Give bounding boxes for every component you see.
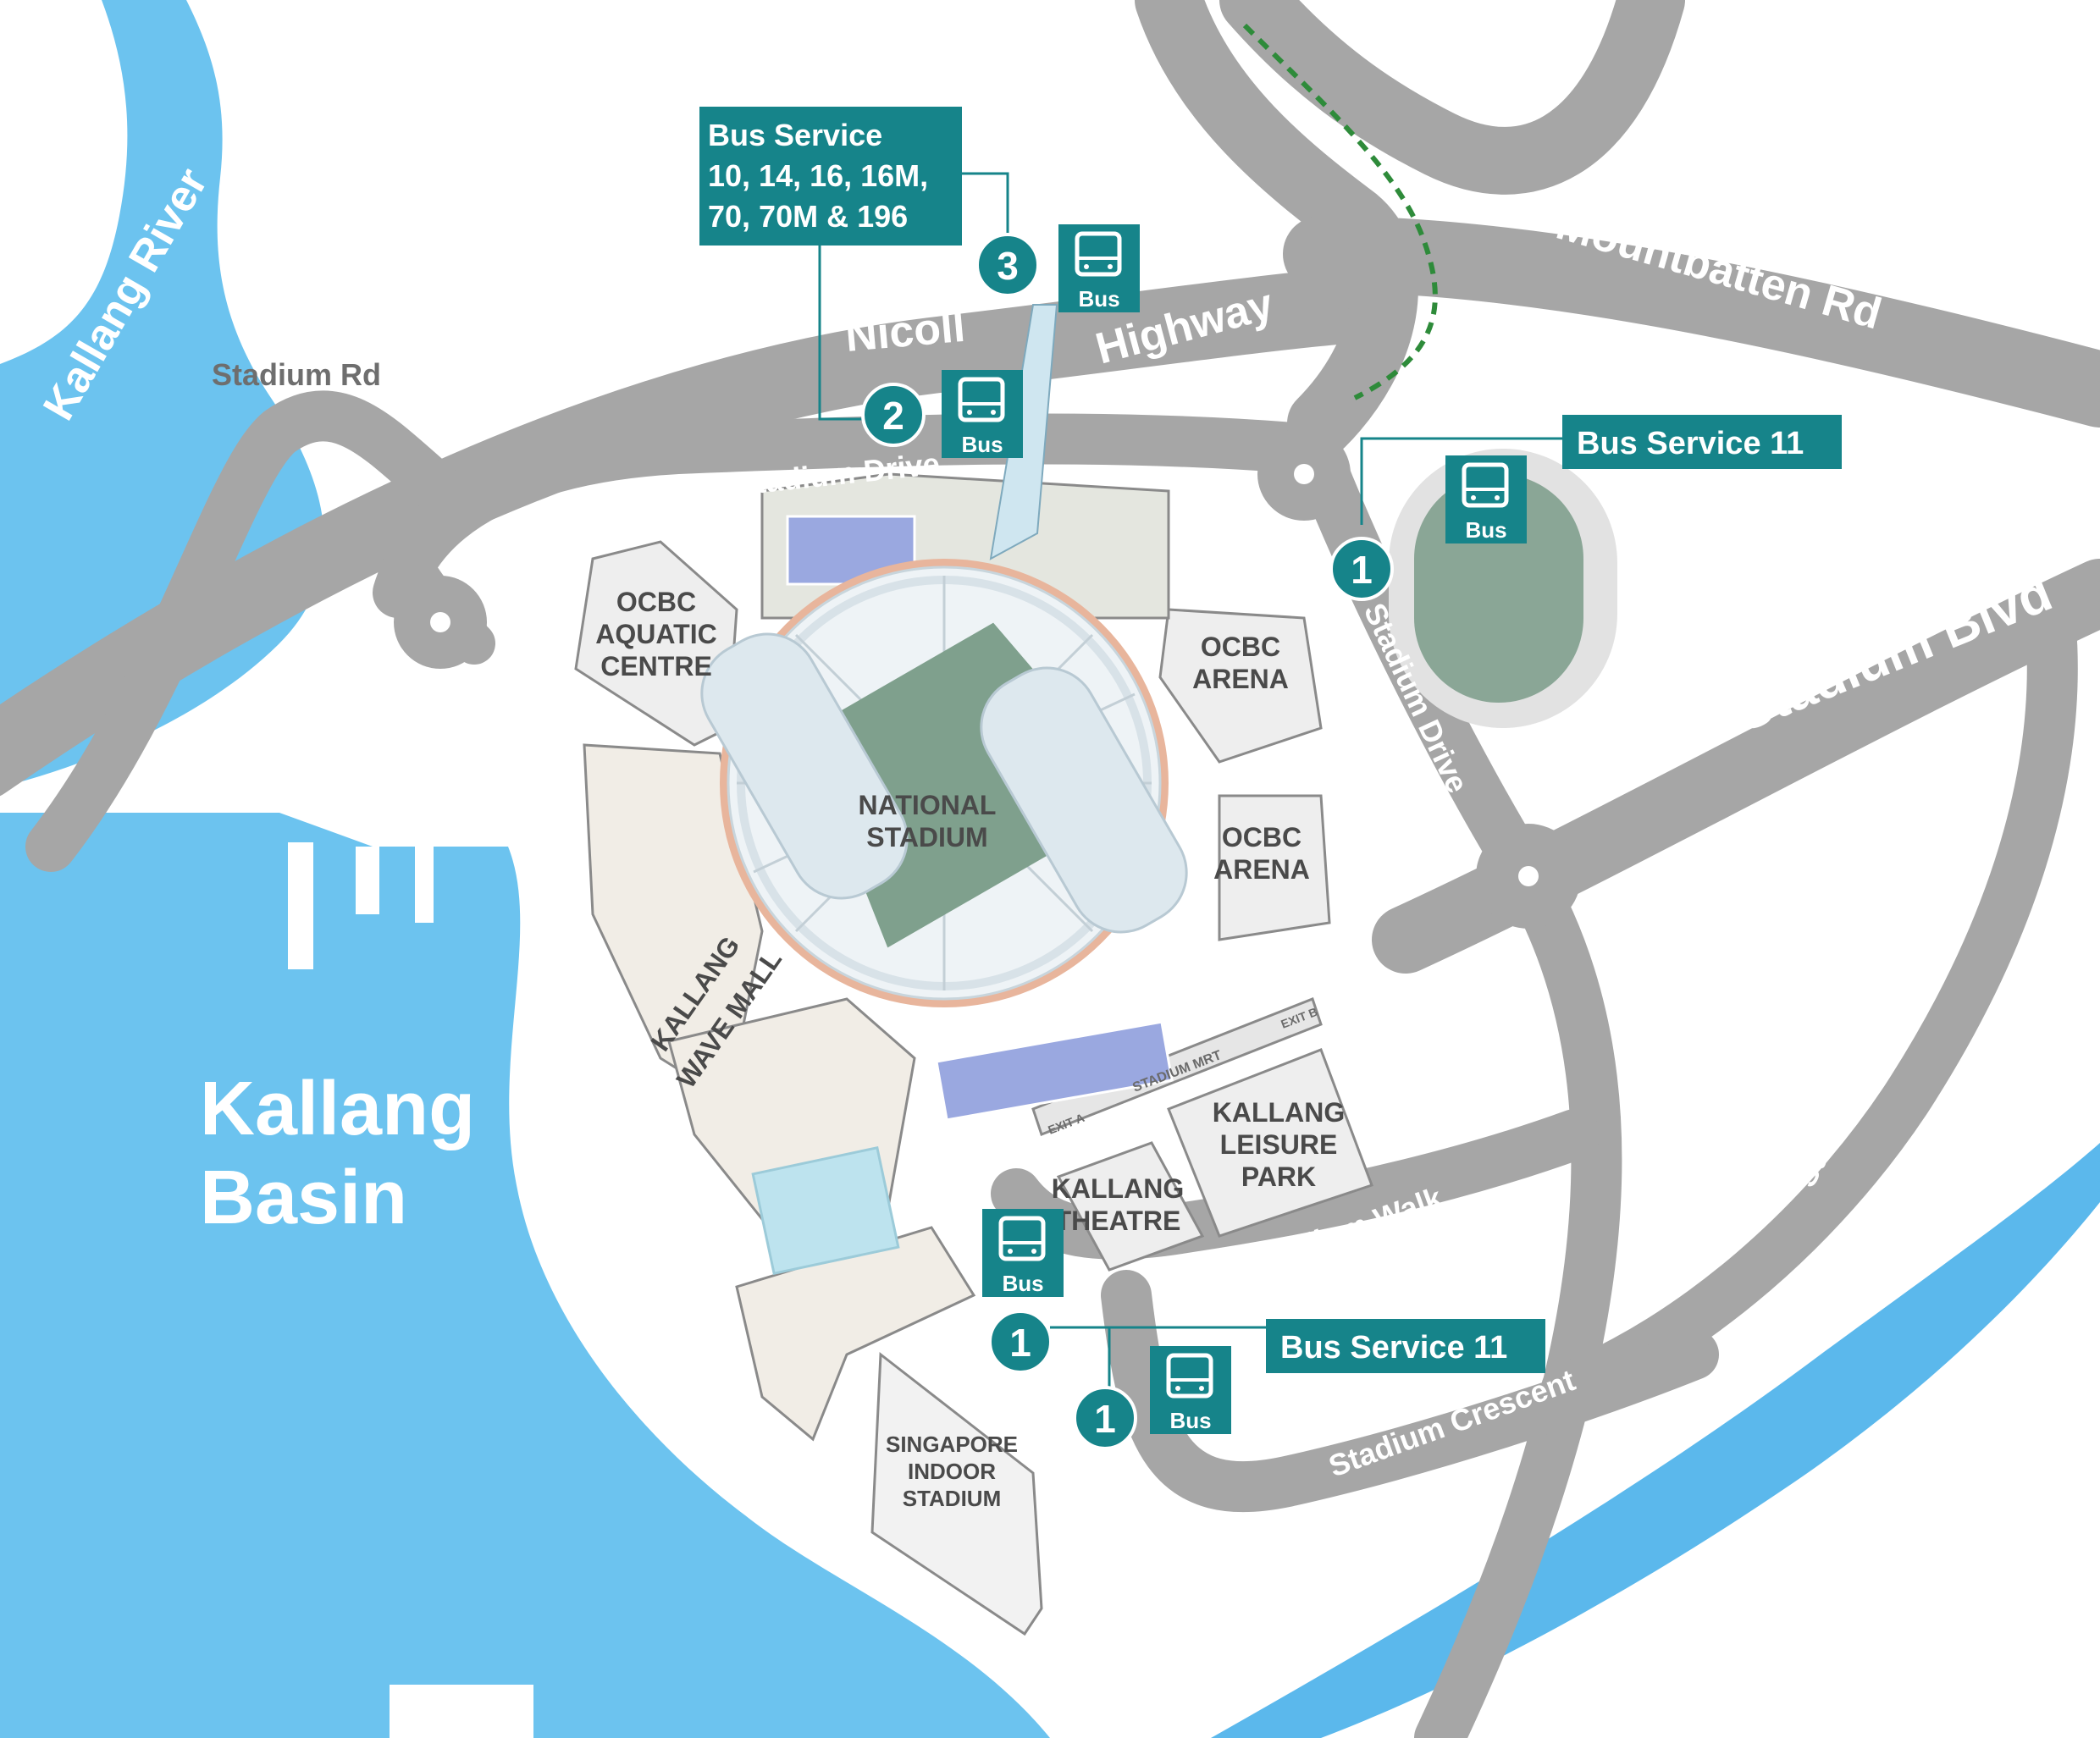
indoor-stadium-label-1: SINGAPORE <box>886 1432 1018 1457</box>
leisure-park-building <box>1167 1048 1373 1238</box>
stop-1-lower-marker[interactable] <box>988 1310 1053 1374</box>
info-box-top-line1: Bus Service <box>708 118 882 152</box>
indoor-stadium-label-3: STADIUM <box>903 1486 1002 1511</box>
stop-1-bottom-marker[interactable] <box>1073 1386 1137 1450</box>
stop-1-lower-bus-label: Bus <box>1002 1271 1043 1296</box>
indoor-stadium-label-2: INDOOR <box>908 1459 996 1484</box>
bus-icon <box>982 1209 1064 1297</box>
glass-canopy <box>751 1145 900 1276</box>
arena-top-label-1: OCBC <box>1201 632 1280 662</box>
indoor-stadium-building <box>870 1352 1043 1636</box>
national-stadium-label-2: STADIUM <box>866 822 987 852</box>
aquatic-centre-label-1: OCBC <box>616 587 696 617</box>
bus-icon <box>1150 1346 1231 1434</box>
national-stadium <box>700 559 1188 1007</box>
roundabout-center <box>1294 464 1314 484</box>
pier <box>288 842 313 969</box>
stop-3-bus-label: Bus <box>1078 286 1119 312</box>
aquatic-centre-label-2: AQUATIC <box>595 619 716 649</box>
bus-icon <box>1058 224 1140 312</box>
stop-3-number: 3 <box>997 244 1019 288</box>
info-box-top-line3: 70, 70M & 196 <box>708 199 908 234</box>
stadium-mrt-building <box>1031 997 1323 1136</box>
pier <box>356 847 379 914</box>
bus-stop-1-lower[interactable]: 1 Bus <box>982 1209 1064 1374</box>
info-box-bottom: Bus Service 11 <box>1050 1319 1545 1388</box>
info-box-bottom-label: Bus Service 11 <box>1280 1330 1507 1366</box>
stop-2-bus-label: Bus <box>961 432 1003 457</box>
stop-1-right-number: 1 <box>1351 548 1373 592</box>
arena-bottom-label-2: ARENA <box>1213 854 1310 885</box>
pier <box>415 847 434 923</box>
pier <box>390 1685 533 1738</box>
info-box-top: Bus Service 10, 14, 16, 16M, 70, 70M & 1… <box>699 107 1009 421</box>
leisure-park-label-1: KALLANG <box>1213 1097 1345 1128</box>
roof-panel-right <box>980 666 1188 934</box>
info-box-right-label: Bus Service 11 <box>1577 426 1804 461</box>
bus-icon <box>942 370 1023 458</box>
plaza-building <box>735 1226 976 1442</box>
stop-2-marker[interactable] <box>861 383 926 447</box>
roundabout-center <box>430 612 450 632</box>
arena-top-building <box>1158 608 1323 764</box>
stadium-drive-top-road <box>373 413 1329 618</box>
mountbatten-road <box>1283 216 2100 428</box>
bus-stop-1-right[interactable]: 1 Bus <box>1329 455 1527 601</box>
stop-1-right-bus-label: Bus <box>1465 517 1506 543</box>
nicoll-label: Nicoll <box>843 302 967 361</box>
leisure-park-label-2: LEISURE <box>1220 1129 1338 1160</box>
footbridge <box>989 304 1058 560</box>
theatre-label-1: KALLANG <box>1052 1173 1184 1204</box>
info-box-right: Bus Service 11 <box>1360 415 1842 525</box>
leisure-park-label-3: PARK <box>1241 1161 1316 1192</box>
info-box-top-line2: 10, 14, 16, 16M, <box>708 158 928 193</box>
buildings <box>574 472 1373 1636</box>
bus-stop-1-bottom[interactable]: 1 Bus <box>1073 1346 1231 1450</box>
arena-top-label-2: ARENA <box>1192 664 1289 694</box>
aquatic-centre-label-3: CENTRE <box>600 651 712 681</box>
stop-1-right-marker[interactable] <box>1329 537 1394 601</box>
theatre-label-2: THEATRE <box>1055 1206 1181 1236</box>
bus-stop-3[interactable]: 3 Bus <box>975 224 1140 312</box>
stadium-rd-label: Stadium Rd <box>212 357 381 392</box>
kallang-basin-label-line2: Basin <box>200 1156 407 1240</box>
stop-3-marker[interactable] <box>975 233 1040 297</box>
stadium-crescent-right-road <box>1541 584 2078 1414</box>
upper-loop-road <box>1219 0 1685 195</box>
theatre-building <box>1056 1141 1205 1272</box>
kallang-basin <box>0 813 1050 1738</box>
arena-bottom-label-1: OCBC <box>1222 822 1301 852</box>
arena-bottom-building <box>1218 794 1331 941</box>
national-stadium-label-1: NATIONAL <box>859 790 997 820</box>
bus-icon <box>1445 455 1527 543</box>
bus-stop-2[interactable]: 2 Bus <box>861 370 1023 458</box>
kallang-basin-label-line1: Kallang <box>200 1067 475 1151</box>
roundabout-center <box>1518 866 1539 886</box>
nicoll-highway-road <box>0 267 1393 797</box>
stop-1-bottom-bus-label: Bus <box>1169 1408 1211 1433</box>
roof-panel-left <box>700 632 909 900</box>
stop-1-bottom-number: 1 <box>1094 1397 1116 1441</box>
stop-1-lower-number: 1 <box>1009 1321 1031 1365</box>
stadium-rd-road <box>25 390 466 872</box>
stop-2-number: 2 <box>882 394 904 438</box>
